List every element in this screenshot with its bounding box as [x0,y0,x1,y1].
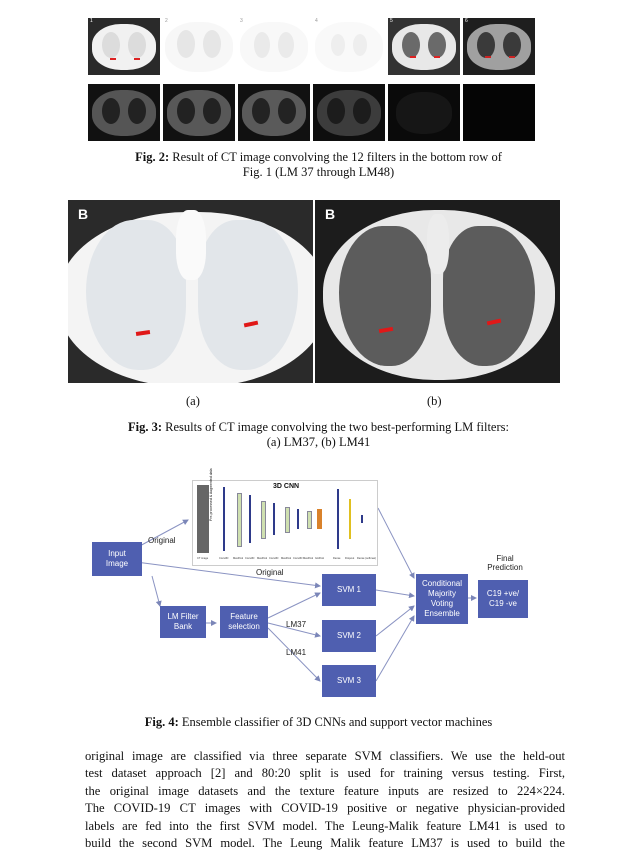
body-line: the original image datasets and the text… [85,783,565,798]
final-prediction-label: Final Prediction [487,554,523,572]
output-box: C19 +ve/ C19 -ve [478,580,528,618]
cnn-layer-label: Conv3D [293,557,303,560]
cnn-conv4 [297,509,299,529]
fig4-diagram: 3D CNN Pre-processed & Augmented data CT… [88,468,548,703]
fig3-panel-b-tag: B [325,206,336,222]
fig3-caption-label: Fig. 3: [128,420,163,434]
lm-filter-bank-box: LM Filter Bank [160,606,206,638]
fig2-tile-lm42: 6 [463,18,535,75]
arrow-label-lm41: LM41 [286,648,307,657]
cnn-layer-label: Dense (softmax) [357,557,377,560]
fig2-image-grid: 1 2 3 4 5 6 [88,18,535,142]
fig2-tile-lm41: 5 [388,18,460,75]
fig2-caption: Fig. 2: Result of CT image convolving th… [0,150,637,180]
fig3-sub-a: (a) [186,394,200,408]
feature-selection-box: Feature selection [220,606,268,638]
cnn-layer-label: MaxPool [233,557,244,560]
cnn-pool2 [261,501,266,539]
arrow-label-lm37: LM37 [286,620,307,629]
tile-tag: 3 [240,18,243,24]
fig2-tile-lm47 [388,84,460,141]
fig3-panel-a: B [68,200,313,383]
cnn-pool4 [307,511,312,529]
svm3-label: SVM 3 [336,676,361,685]
cnn-layer-label: MaxPool [303,557,314,560]
cnn-conv1 [223,487,225,551]
fig2-tile-lm45 [238,84,310,141]
cnn-layer-label: MaxPool [281,557,292,560]
cnn-layer-label: Conv3D [219,557,229,560]
fig2-tile-lm43 [88,84,160,141]
svm1-box: SVM 1 [322,574,376,606]
fig2-tile-lm38: 2 [163,18,235,75]
fig3-caption: Fig. 3: Results of CT image convolving t… [0,420,637,450]
fig3-caption-line2: (a) LM37, (b) LM41 [266,435,371,449]
cnn-pool1 [237,493,242,547]
lm-filter-bank-label: LM Filter Bank [167,612,199,631]
body-line: labels are fed into the first SVM model.… [85,818,565,833]
ensemble-label: Conditional Majority Voting Ensemble [421,579,463,618]
cnn-side-label: Pre-processed & Augmented data [209,468,213,521]
input-image-label: Input Image [105,549,129,568]
arrow-label-original-top: Original [148,536,176,545]
body-line: The COVID-19 CT images with COVID-19 pos… [85,801,565,816]
fig2-tile-lm46 [313,84,385,141]
fig2-caption-line2: Fig. 1 (LM 37 through LM48) [242,165,395,179]
cnn-layer-label: GAPool [315,557,324,560]
cnn-pool3 [285,507,290,533]
input-image-box: Input Image [92,542,142,576]
output-label: C19 +ve/ C19 -ve [486,589,520,608]
svm2-label: SVM 2 [336,631,361,640]
cnn-input-slab [197,485,209,553]
fig2-tile-lm44 [163,84,235,141]
svm3-box: SVM 3 [322,665,376,697]
fig2-tile-lm40: 4 [313,18,385,75]
cnn-conv3 [273,503,275,535]
tile-tag: 5 [390,18,393,24]
cnn-layer-label: CT image [197,557,209,560]
fig4-arrows [135,507,477,682]
tile-tag: 4 [315,18,318,24]
body-paragraph: original image are classified via three … [85,748,565,852]
cnn-layer-label: Dense [333,557,341,560]
fig2-tile-lm39: 3 [238,18,310,75]
svm2-box: SVM 2 [322,620,376,652]
fig2-tile-lm37: 1 [88,18,160,75]
cnn-layer-label: Conv3D [269,557,279,560]
cnn-title: 3D CNN [273,483,300,490]
body-line: original image are classified via three … [85,749,565,763]
cnn-conv2 [249,495,251,543]
ensemble-box: Conditional Majority Voting Ensemble [416,574,468,624]
cnn-layer-label: Dropout [345,557,355,560]
fig2-tile-lm48 [463,84,535,141]
feature-selection-label: Feature selection [228,612,260,631]
fig3-sub-b: (b) [427,394,442,408]
fig4-caption-label: Fig. 4: [144,715,179,729]
body-line: build the second SVM model. The Leung Ma… [85,836,565,851]
cnn-panel: 3D CNN Pre-processed & Augmented data CT… [192,468,378,566]
fig2-caption-label: Fig. 2: [135,150,170,164]
arrow-label-original-mid: Original [256,568,284,577]
cnn-dense2 [361,515,363,523]
fig4-caption-text: Ensemble classifier of 3D CNNs and suppo… [178,715,493,729]
cnn-dropout [349,499,351,539]
svm1-label: SVM 1 [336,585,361,594]
cnn-dense1 [337,489,339,549]
body-line: test dataset approach [2] and 80:20 spli… [85,766,565,781]
fig3-caption-line1: Results of CT image convolving the two b… [162,420,509,434]
fig3-panel-a-tag: B [78,206,89,222]
fig4-caption: Fig. 4: Ensemble classifier of 3D CNNs a… [0,715,637,730]
fig2-caption-line1: Result of CT image convolving the 12 fil… [169,150,502,164]
fig3-panel-b: B [315,200,560,383]
tile-tag: 1 [90,18,93,24]
tile-tag: 6 [465,18,468,24]
cnn-layer-label: MaxPool [257,557,268,560]
cnn-gapool [317,509,322,529]
tile-tag: 2 [165,18,168,24]
cnn-layer-label: Conv3D [245,557,255,560]
